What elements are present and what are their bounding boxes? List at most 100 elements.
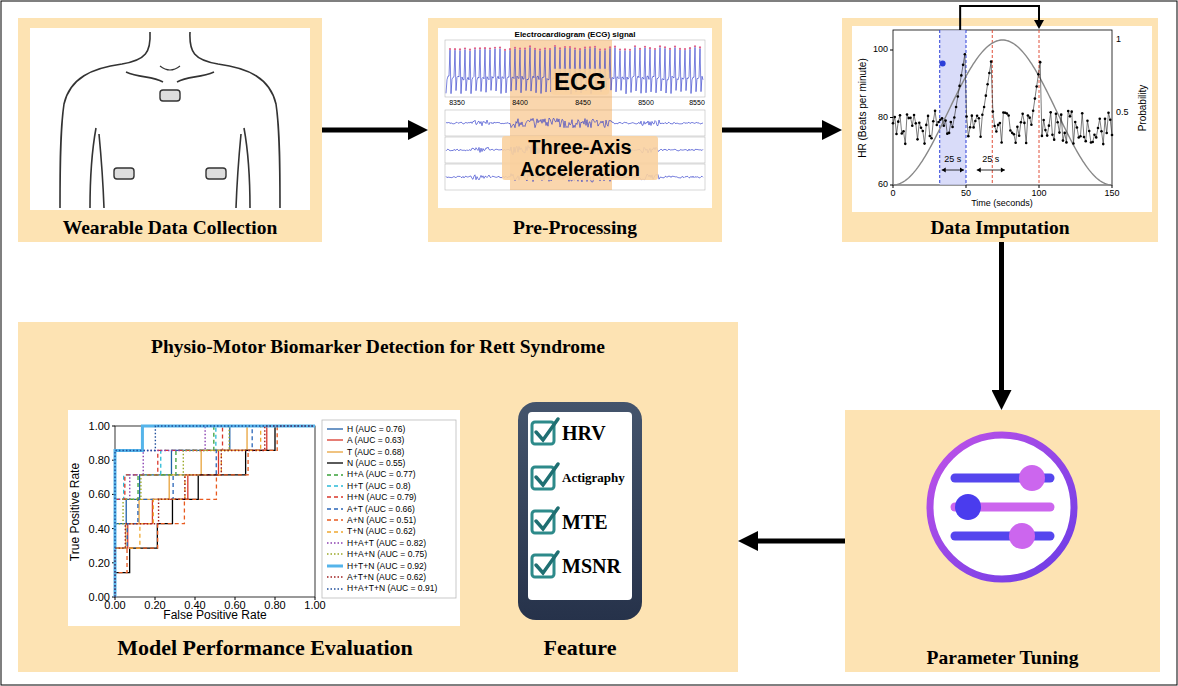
tick-label: 0.20 [89,557,110,569]
legend-entry: A (AUC = 0.63) [326,435,404,445]
axis-label: False Positive Rate [163,609,266,622]
torso-illustration [30,28,310,210]
legend-text: H+A+T (AUC = 0.82) [347,539,426,548]
tick-label: 1 [1116,35,1121,45]
stage-panel: Data Imputation [842,18,1158,242]
legend-entry: H+A+N (AUC = 0.75) [326,549,427,559]
sensor-patch [160,90,180,101]
flow-arrow [322,128,408,133]
tick-label: 1.00 [304,599,325,611]
legend-swatch [326,561,344,571]
hr-chart [852,6,1152,212]
panel-label: Wearable Data Collection [18,217,322,238]
tick-label: 0 [890,189,895,199]
legend-swatch [326,481,344,491]
legend-entry: N (AUC = 0.55) [326,458,405,468]
shift-bracket [960,6,1039,30]
legend-text: H+A+N (AUC = 0.75) [347,550,427,559]
feature-item: Actigraphy [562,471,625,485]
legend-entry: T+N (AUC = 0.62) [326,527,416,537]
legend-text: N (AUC = 0.55) [347,459,405,468]
feature-card: HRVActigraphyMTEMSNRFeature [518,402,642,620]
legend-entry: H+T (AUC = 0.8) [326,481,411,491]
tick-label: 0.80 [89,454,110,466]
axis-label: Probability [1137,85,1148,132]
axis-label: True Positive Rate [69,463,82,561]
tick-label: 100 [873,45,888,55]
legend-text: H+T+N (AUC = 0.92) [347,562,427,571]
signal-label: Three-Axis Acceleration [502,136,658,180]
tick-label: 150 [1104,189,1119,199]
legend-entry: A+T (AUC = 0.66) [326,504,415,514]
tick-label: 0.60 [224,599,245,611]
plot-title: Electrocardiogram (ECG) signal [515,31,636,40]
legend-entry: H+T+N (AUC = 0.92) [326,561,427,571]
legend-swatch [326,435,344,445]
legend-swatch [326,572,344,582]
legend-entry: A+N (AUC = 0.51) [326,515,416,525]
legend-entry: H (AUC = 0.76) [326,424,405,434]
legend-swatch [326,424,344,434]
legend-entry: H+A+T (AUC = 0.82) [326,538,426,548]
tick-label: 0.5 [1116,108,1129,118]
legend-entry: T (AUC = 0.68) [326,447,404,457]
legend-swatch [326,538,344,548]
tick-label: 0.80 [264,599,285,611]
legend-swatch [326,515,344,525]
legend-text: A (AUC = 0.63) [347,436,404,445]
tick-label: 100 [1031,189,1046,199]
group-title: Physio-Motor Biomarker Detection for Ret… [18,336,738,357]
legend-text: H+A (AUC = 0.77) [347,470,416,479]
legend-swatch [326,584,344,594]
feature-checklist [528,412,632,600]
signal-label: ECG [551,69,609,95]
duration-label: 25 s [982,155,999,165]
feature-heading: Feature [488,636,672,660]
flow-arrow [758,539,845,544]
legend-swatch [326,504,344,514]
duration-label: 25 s [944,155,961,165]
tick-label: 8400 [512,99,528,107]
stage-panel: Pre-Processing [428,18,722,242]
legend-swatch [326,527,344,537]
legend-text: A+T+N (AUC = 0.62) [347,573,426,582]
stage-panel: Parameter Tuning [845,410,1160,672]
tick-label: 8350 [449,99,465,107]
panel-label: Data Imputation [842,217,1158,238]
legend-swatch [326,492,344,502]
legend-entry: A+T+N (AUC = 0.62) [326,572,426,582]
sensor-patch [114,168,134,179]
tick-label: 0.60 [89,488,110,500]
legend-swatch [326,447,344,457]
panel-label: Parameter Tuning [845,647,1160,668]
feature-item: MTE [562,511,608,533]
legend-entry: H+A (AUC = 0.77) [326,470,416,480]
panel-label: Pre-Processing [428,217,722,238]
tick-label: 60 [878,180,888,190]
roc-chart [68,410,460,626]
tick-label: 1.00 [89,420,110,432]
legend-swatch [326,458,344,468]
legend-text: H+T (AUC = 0.8) [347,482,411,491]
tick-label: 8450 [575,99,591,107]
legend-text: H (AUC = 0.76) [347,425,405,434]
flow-arrow [722,128,822,133]
feature-item: MSNR [562,555,621,577]
tick-label: 80 [878,113,888,123]
legend-text: A+T (AUC = 0.66) [347,505,415,514]
axis-label: Time (seconds) [971,199,1033,209]
tick-label: 0.40 [89,523,110,535]
signal-plot [438,28,712,208]
tick-label: 0.40 [184,599,205,611]
tick-label: 8500 [638,99,654,107]
legend-text: A+N (AUC = 0.51) [347,516,416,525]
panel-label: Model Performance Evaluation [117,636,413,660]
tick-label: 0.00 [104,599,125,611]
legend-text: H+N (AUC = 0.79) [347,493,416,502]
tick-label: 0.20 [144,599,165,611]
imputed-window [940,30,966,185]
stage-panel: Wearable Data Collection [18,18,322,242]
feature-item: HRV [562,422,606,444]
